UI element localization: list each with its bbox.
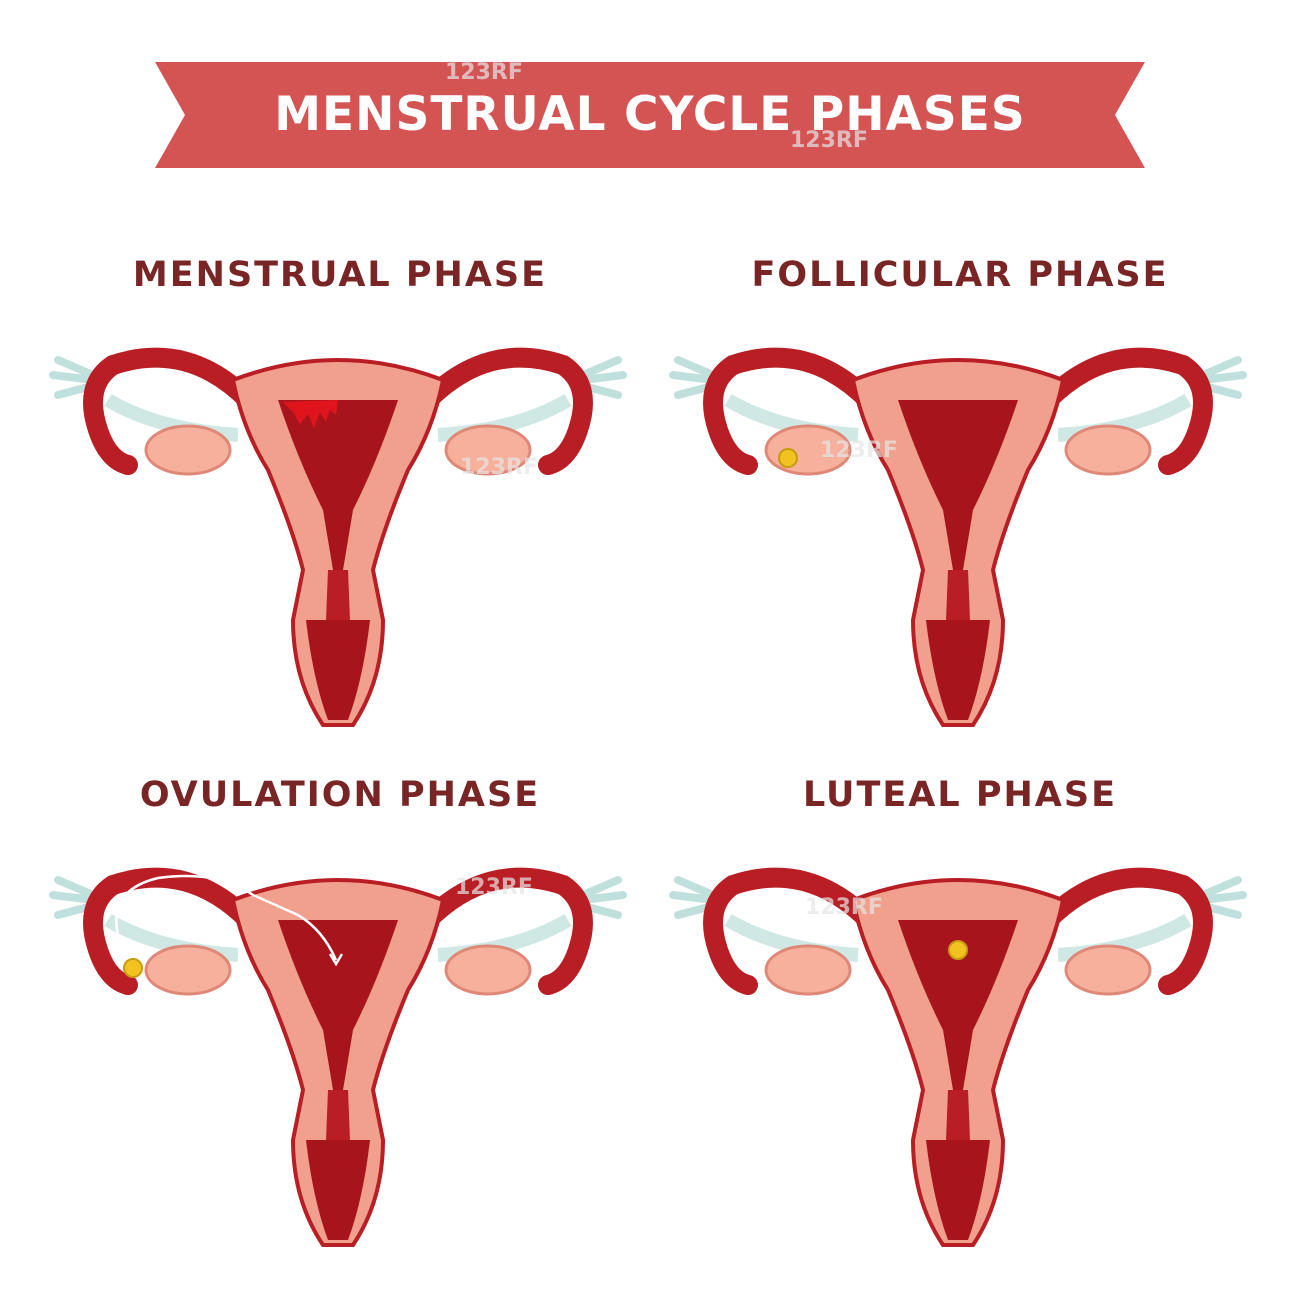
arrow-head-icon [328,953,344,967]
egg-path-arrow [115,874,338,961]
left-ovary [144,424,232,476]
phase-menstrual: MENSTRUAL PHASE [20,255,660,755]
uterus-diagram [49,867,627,1247]
uterus-illustration [669,347,1247,727]
phase-ovulation: OVULATION PHASE [20,775,660,1275]
ribbon-shape [155,62,1145,168]
left-ovary [764,944,852,996]
right-ovary [1064,944,1152,996]
right-ovary [444,424,532,476]
egg-icon [123,958,143,978]
phase-label: OVULATION PHASE [139,775,541,815]
uterus-diagram [669,867,1247,1247]
right-ovary [1064,424,1152,476]
watermark: 123RF [790,128,868,153]
watermark: 123RF [455,875,533,900]
phase-label: LUTEAL PHASE [803,775,1117,815]
uterus-illustration [669,867,1247,1247]
page-title: MENSTRUAL CYCLE PHASES [274,87,1026,142]
watermark: 123RF [460,455,538,480]
egg-icon [778,448,798,468]
left-ovary [144,944,232,996]
right-ovary [444,944,532,996]
phase-follicular: FOLLICULAR PHASE [640,255,1280,755]
uterus-illustration [49,347,627,727]
watermark: 123RF [805,895,883,920]
phase-luteal: LUTEAL PHASE [640,775,1280,1275]
uterus-diagram [49,347,627,727]
phase-label: FOLLICULAR PHASE [751,255,1169,295]
watermark: 123RF [445,60,523,85]
uterus-illustration [49,867,627,1247]
phase-label: MENSTRUAL PHASE [132,255,548,295]
uterus-diagram [669,347,1247,727]
title-banner: MENSTRUAL CYCLE PHASES [155,62,1145,168]
watermark: 123RF [820,438,898,463]
egg-icon [948,940,968,960]
